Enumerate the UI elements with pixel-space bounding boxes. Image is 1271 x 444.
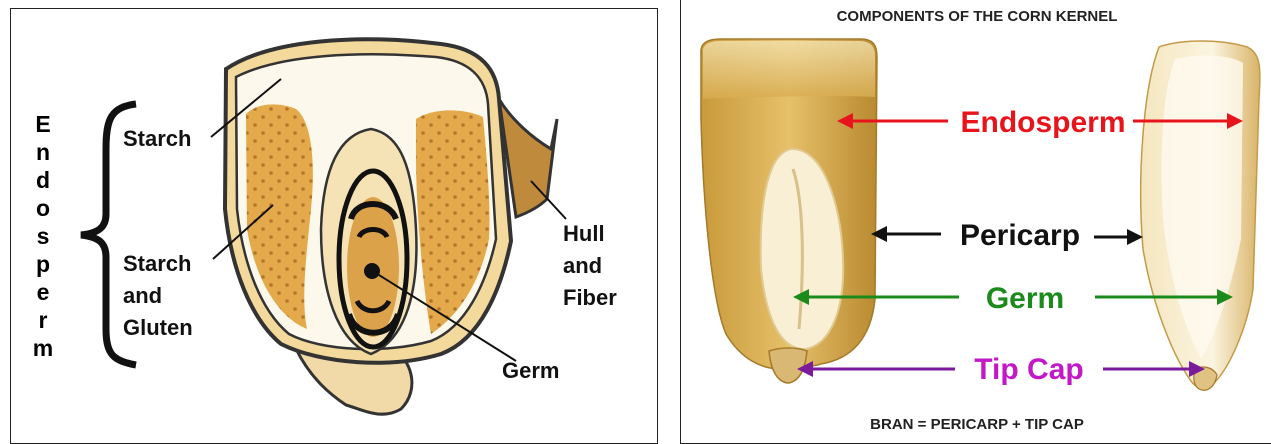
corn-kernel-components-diagram: COMPONENTS OF THE CORN KERNEL Endosperm … [681, 0, 1271, 444]
front-kernel-top [703, 41, 875, 99]
germ-label: Germ [502, 358, 559, 383]
pericarp-arrowhead-right [1127, 229, 1143, 245]
starch-gluten-label-line2: and [123, 283, 162, 308]
hull-fiber-label-line3: Fiber [563, 285, 617, 310]
endosperm-letter: s [37, 223, 50, 249]
kernel-cross-section-diagram: E n d o s p e r m Starch Starch and Glut… [11, 9, 658, 444]
endosperm-letter: m [33, 335, 53, 361]
starch-gluten-label-line3: Gluten [123, 315, 193, 340]
endosperm-letter: n [36, 139, 50, 165]
tip-cap-label: Tip Cap [974, 353, 1083, 386]
starch-gluten-label-line1: Starch [123, 251, 191, 276]
germ-center-dot [364, 263, 380, 279]
starch-label: Starch [123, 126, 191, 151]
hull-fiber-label-line2: and [563, 253, 602, 278]
endosperm-letter: d [36, 167, 50, 193]
kernel-cross-section-panel: E n d o s p e r m Starch Starch and Glut… [10, 8, 658, 444]
pericarp-label: Pericarp [960, 219, 1080, 252]
endosperm-letter: r [39, 307, 48, 333]
bran-footer: BRAN = PERICARP + TIP CAP [870, 416, 1084, 433]
endosperm-label: Endosperm [960, 106, 1125, 139]
endosperm-letter: E [35, 111, 50, 137]
diagram-title: COMPONENTS OF THE CORN KERNEL [837, 8, 1118, 25]
endosperm-letter: p [36, 251, 50, 277]
hull-fiber-label-line1: Hull [563, 221, 605, 246]
endosperm-letter: e [37, 279, 50, 305]
germ-label-right: Germ [986, 282, 1064, 315]
endosperm-letter: o [36, 195, 50, 221]
corn-kernel-components-panel: COMPONENTS OF THE CORN KERNEL Endosperm … [680, 0, 1271, 444]
front-kernel-tip-cap [769, 348, 807, 383]
